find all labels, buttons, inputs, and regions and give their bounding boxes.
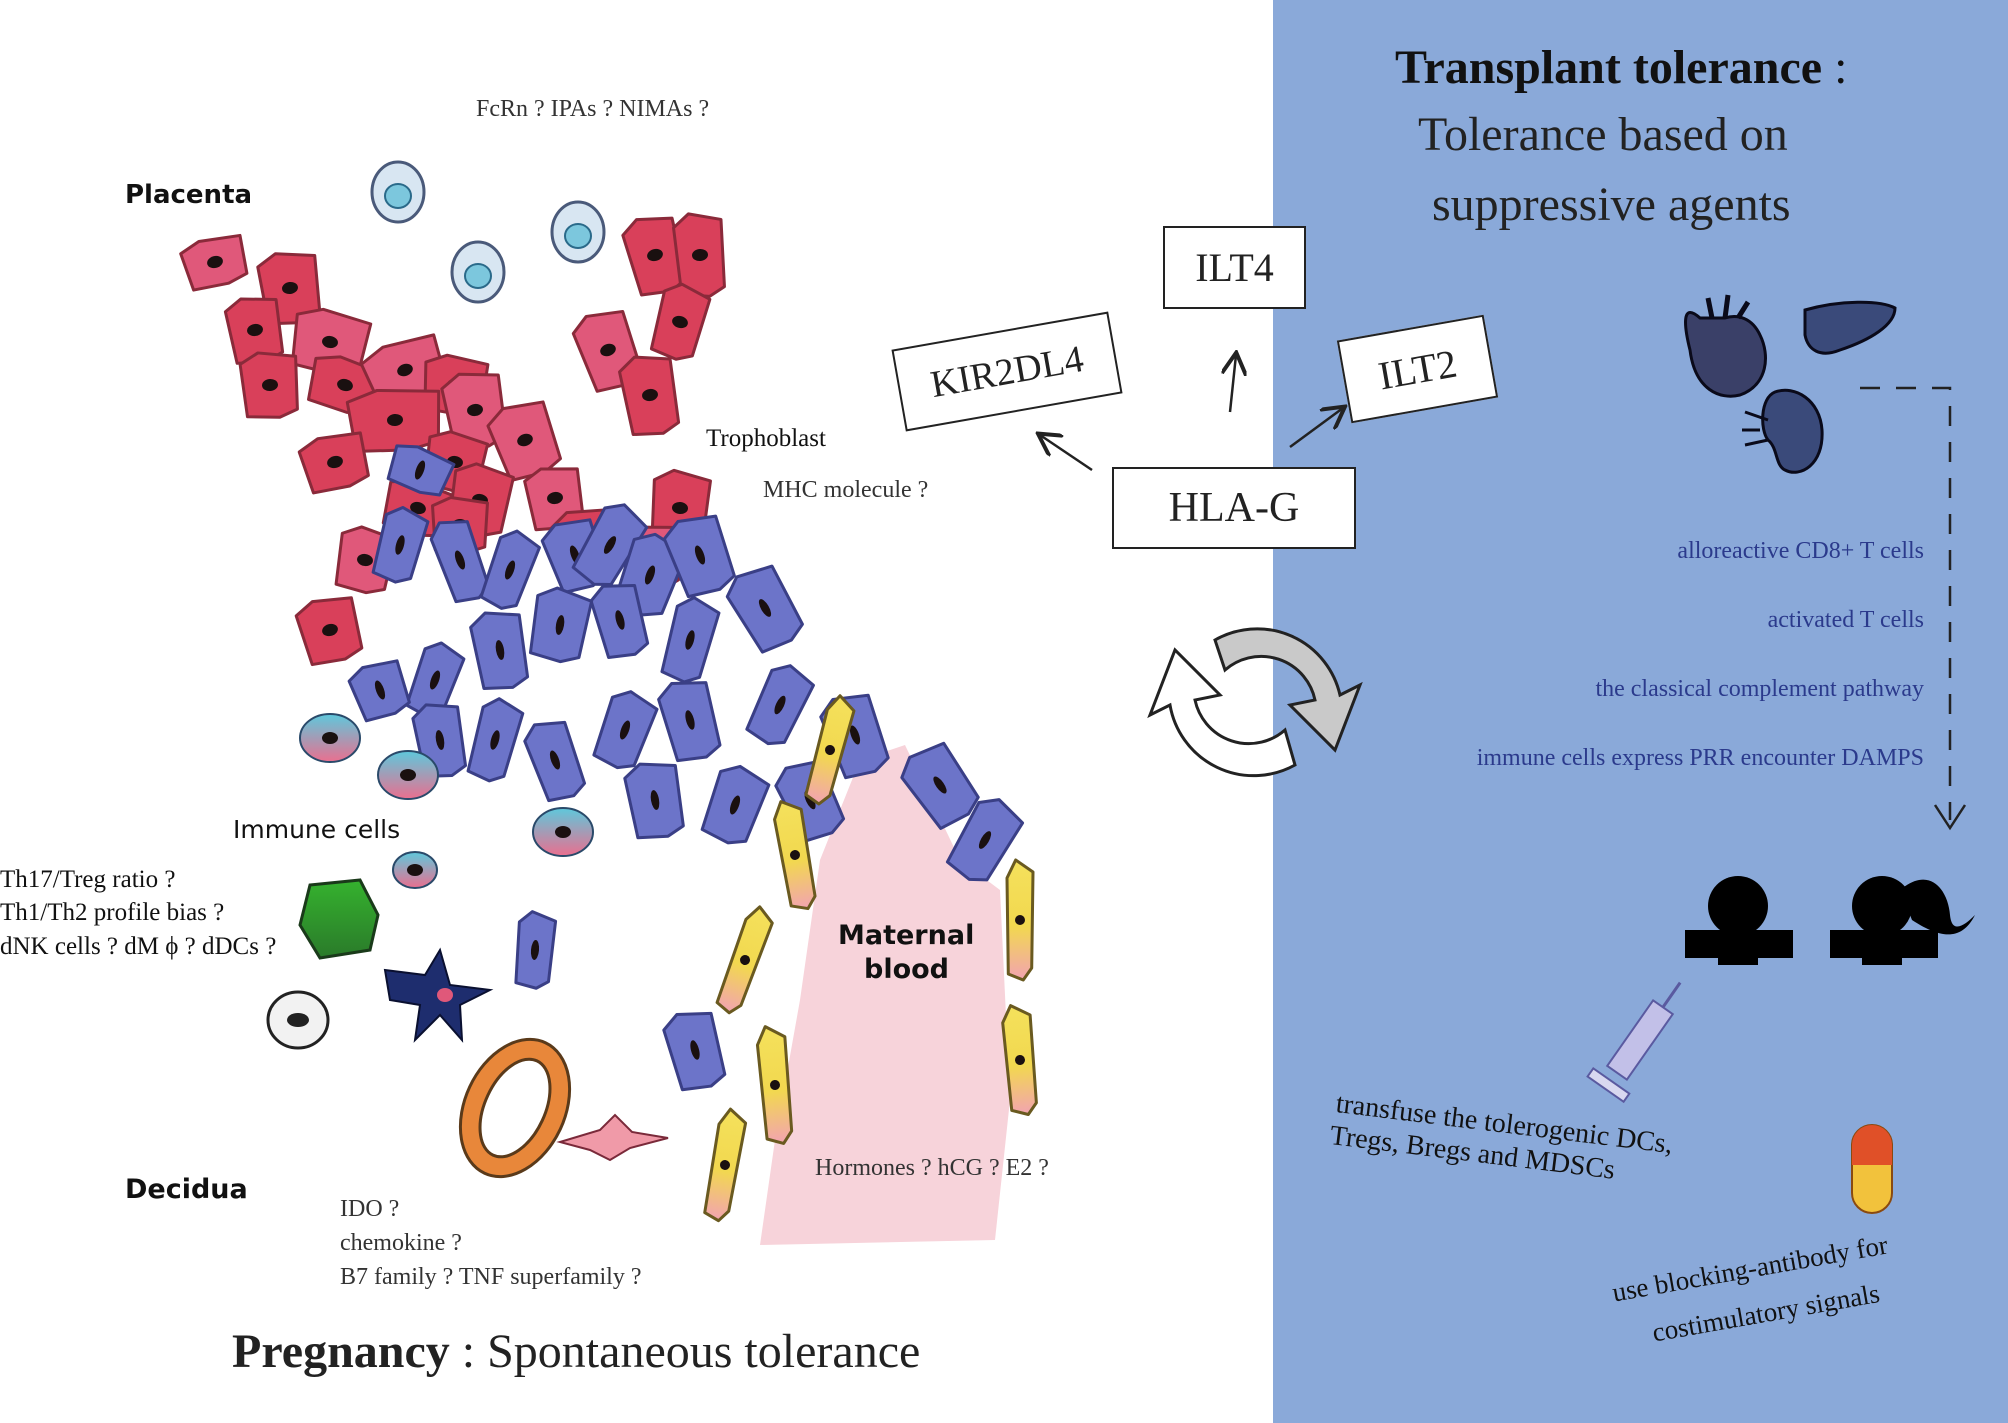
transplant-title-bold: Transplant tolerance (1395, 41, 1823, 94)
female-person-icon (1830, 876, 1975, 965)
immune-cell (532, 807, 594, 857)
ilt4-box: ILT4 (1163, 226, 1306, 309)
decidua-label: Decidua (125, 1174, 248, 1205)
kidney-icon (1742, 388, 1824, 474)
capsule-icon (1851, 1124, 1893, 1214)
blue-trophoblast-cell (657, 681, 722, 763)
maternal-cell (715, 905, 774, 1015)
top-question-label: FcRn ? IPAs ? NIMAs ? (476, 96, 710, 122)
blue-trophoblast-cell (347, 659, 411, 723)
blue-trophoblast-cell (371, 505, 430, 584)
trophoblast-label: Trophoblast (706, 425, 826, 452)
white-immune-cell (266, 990, 330, 1050)
trophoblast-cell (294, 596, 364, 667)
pregnancy-title-rest: : Spontaneous tolerance (449, 1325, 921, 1378)
decidua-question-1: IDO ? (340, 1196, 400, 1222)
lightblue-cell (370, 160, 426, 224)
blue-trophoblast-cell (623, 762, 685, 840)
immune-question-2: Th1/Th2 profile bias ? (0, 899, 225, 926)
heart-icon (1684, 294, 1767, 398)
hormones-question-label: Hormones ? hCG ? E2 ? (815, 1155, 1049, 1181)
trophoblast-cell (238, 351, 299, 419)
maternal-blood-label-2: blood (864, 954, 950, 985)
decidua-question-3: B7 family ? TNF superfamily ? (340, 1264, 642, 1290)
blue-trophoblast-cell (745, 664, 815, 746)
blue-trophoblast-cell (469, 611, 530, 690)
transplant-title: Transplant tolerance : (1395, 40, 1847, 95)
trophoblast-cell (618, 355, 681, 437)
immune-question-3: dNK cells ? dM ϕ ? dDCs ? (0, 933, 277, 960)
dashed-arrow-head (1933, 804, 1967, 831)
trophoblast-cell (223, 297, 285, 365)
maternal-cell (1001, 1004, 1038, 1116)
green-immune-cell (298, 878, 380, 960)
blue-trophoblast-cell (589, 583, 650, 660)
immune-cells-label: Immune cells (233, 815, 401, 844)
pregnancy-title: Pregnancy : Spontaneous tolerance (232, 1324, 920, 1379)
blue-trophoblast-cell (700, 764, 771, 845)
blue-trophoblast-cell (662, 1011, 727, 1092)
lightblue-cell (550, 200, 606, 264)
maternal-blood-region (760, 745, 1010, 1245)
trophoblast-cell (297, 431, 370, 495)
cycle-arrows-icon (1147, 627, 1363, 778)
blue-trophoblast-cell (945, 798, 1025, 882)
blue-trophoblast-cell (466, 697, 525, 783)
mhc-question-label: MHC molecule ? (763, 477, 929, 503)
maternal-cell (773, 800, 817, 911)
lightblue-cell (450, 240, 506, 304)
placenta-label: Placenta (125, 180, 253, 210)
immune-cell (377, 750, 439, 800)
cells-layer (179, 160, 1038, 1223)
right-item-2: activated T cells (1767, 607, 1924, 633)
transplant-title-colon: : (1822, 41, 1848, 94)
right-item-3: the classical complement pathway (1595, 676, 1924, 702)
icons-layer (1586, 294, 1975, 1214)
decidua-question-2: chemokine ? (340, 1230, 462, 1256)
liver-icon (1803, 300, 1897, 355)
right-item-4: immune cells express PRR encounter DAMPS (1476, 745, 1924, 771)
syringe-icon (1586, 981, 1682, 1104)
stromal-cell-icon (556, 1113, 669, 1162)
trophoblast-cell (179, 233, 249, 292)
blue-trophoblast-cell (592, 690, 659, 770)
blue-trophoblast-cell (725, 564, 804, 654)
transplant-subtitle-1: Tolerance based on (1418, 108, 1788, 161)
male-person-icon (1685, 876, 1793, 965)
blood-vessel-icon (458, 1037, 572, 1179)
right-item-1: alloreactive CD8+ T cells (1677, 538, 1924, 564)
blue-trophoblast-cell (662, 514, 736, 599)
blue-trophoblast-cell (571, 503, 649, 586)
arrow-to-ilt4 (1230, 355, 1236, 413)
blue-trophoblast-cell (479, 529, 541, 610)
immune-cell (392, 851, 438, 889)
dendritic-cell (383, 947, 494, 1043)
maternal-cell (755, 1025, 794, 1145)
transplant-subtitle-2: suppressive agents (1432, 178, 1791, 231)
maternal-cell (1005, 858, 1035, 982)
blue-trophoblast-cell (660, 596, 721, 684)
immune-cell (299, 713, 361, 763)
maternal-blood-label-1: Maternal (838, 920, 975, 951)
pregnancy-title-bold: Pregnancy (232, 1325, 450, 1378)
immune-question-1: Th17/Treg ratio ? (0, 866, 176, 893)
trophoblast-cell (649, 282, 712, 361)
trophoblast-cell (621, 216, 688, 297)
maternal-cell (804, 694, 856, 806)
blue-trophoblast-cell (523, 720, 587, 803)
maternal-cell (703, 1107, 748, 1223)
arrow-to-kir2dl4 (1040, 435, 1093, 472)
arrow-to-ilt2 (1289, 408, 1343, 449)
blue-trophoblast-cell (528, 586, 594, 664)
dashed-flow-arrow (1860, 386, 1952, 820)
blue-trophoblast-cell (386, 444, 456, 497)
blue-trophoblast-cell (514, 910, 558, 990)
blue-trophoblast-cell (900, 741, 980, 830)
hla-g-box: HLA-G (1112, 467, 1356, 549)
